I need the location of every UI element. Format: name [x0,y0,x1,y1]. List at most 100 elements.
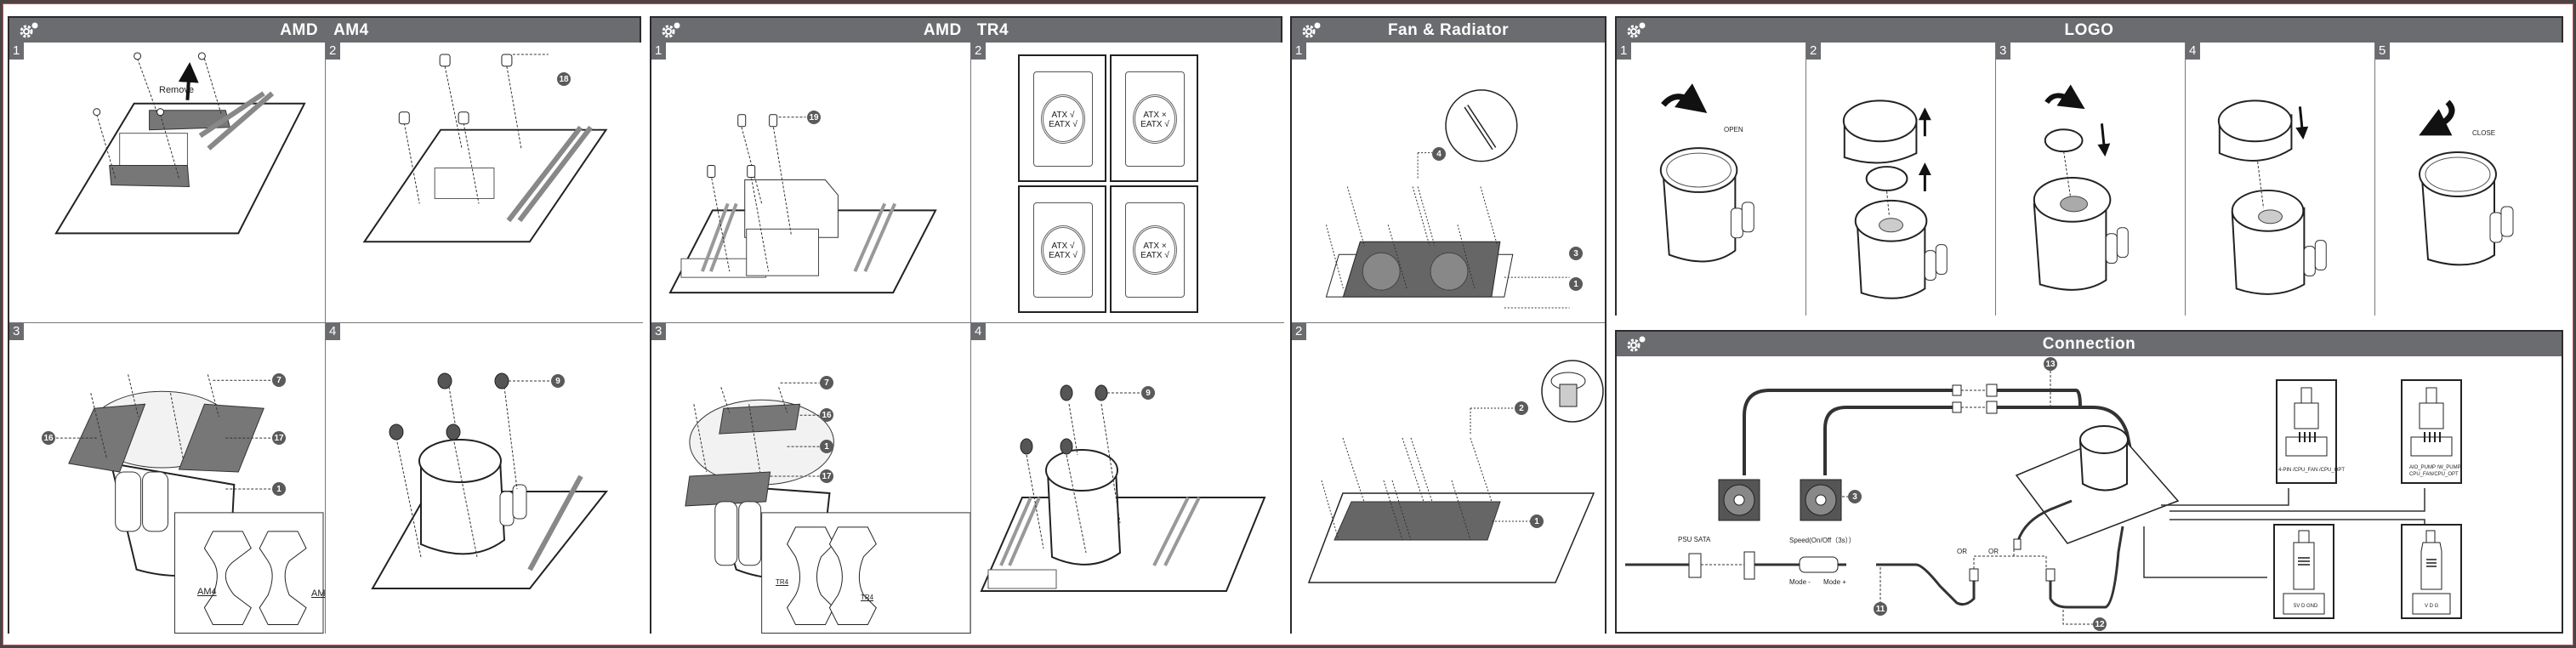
section-header: Fan & Radiator [1292,18,1605,43]
logo-step-1: 1 OPEN [1617,43,1806,315]
step-number: 4 [326,323,340,340]
4-pin-connector-icon [2285,387,2328,457]
eatx-mark: √ [1164,120,1169,129]
am4-step-1: 1 Remove [9,43,326,323]
step-number: 1 [651,43,666,60]
callout-9: 9 [1141,386,1155,400]
tr4-pump-mounting-illustration [980,384,1266,592]
title-socket: AM4 [333,20,369,39]
tr4-label-right: TR4 [861,594,874,601]
fan-header-box: 4-PIN /CPU_FAN /CPU_OPT [2276,379,2345,484]
speed-label: Speed(On/Off（3s）） [1789,537,1856,544]
tr4-step-1: 1 19 [651,43,971,323]
orientation-card-right: ATX ×EATX √ [1110,185,1198,313]
callout-3: 3 [1569,247,1583,260]
atx-mark: √ [1070,111,1075,120]
callout-12: 12 [2093,617,2107,631]
callout-13: 13 [2044,357,2057,371]
tr4-standoff-illustration [668,114,937,294]
tr4-bracket-illustration [685,382,970,634]
argb-5v-pins-label: 5V D GND [2294,604,2318,609]
callout-7: 7 [272,373,286,387]
atx-label: ATX [1051,111,1068,120]
step-number: 2 [1806,43,1821,60]
section-header: LOGO [1617,18,2562,43]
eatx-label: EATX [1049,120,1071,129]
callout-19: 19 [807,111,821,124]
logo-step-2: 2 [1806,43,1996,315]
fan-icon [1800,479,1842,521]
tr4-step-2: 2 ATX √EATX √ ATX ×EATX √ ATX √EATX √ AT… [971,43,1284,323]
step-number: 2 [971,43,986,60]
step-number: 2 [1292,323,1306,340]
section-header: AMD AM4 [9,18,640,43]
title-brand: AMD [923,20,962,39]
orientation-card-top: ATX √EATX √ [1018,54,1106,182]
eatx-label: EATX [1140,251,1163,260]
fan-step-2: 2 2 1 [1292,323,1605,634]
section-fan-radiator: Fan & Radiator 1 4 3 1 2 2 1 [1290,16,1606,634]
gears-icon [20,22,38,38]
open-label: OPEN [1724,126,1743,134]
pump-header-box: AIO_PUMP /W_PUMP CPU_FAN/CPU_OPT [2401,379,2462,484]
section-title: Fan & Radiator [1387,20,1510,39]
step-number: 5 [2375,43,2390,60]
reattach-cap-illustration [2217,99,2327,295]
eatx-mark: √ [1072,120,1078,129]
section-title: Connection [2042,334,2136,353]
am4-label-left: AM4 [197,587,217,597]
gears-icon [662,22,680,38]
callout-9: 9 [551,374,565,388]
section-logo: LOGO 1 OPEN 2 [1615,16,2563,315]
mode-minus-label: Mode - [1789,578,1811,586]
section-header: Connection [1617,332,2562,356]
step-number: 1 [9,43,24,60]
section-title: LOGO [2064,20,2114,39]
section-connection: Connection [1615,330,2563,634]
callout-7: 7 [820,376,833,389]
eatx-mark: √ [1072,251,1078,260]
am4-step-3: 3 7 16 17 1 AM4 AM4 [9,323,326,634]
title-brand: AMD [280,20,319,39]
step-number: 4 [2186,43,2200,60]
3-pin-argb-connector-icon [2412,530,2451,615]
close-label: CLOSE [2472,129,2496,137]
pump-cap-close-illustration [2419,99,2514,266]
step-number: 3 [9,323,24,340]
fan-header-label: 4-PIN /CPU_FAN /CPU_OPT [2278,468,2346,473]
pump-bracket-illustration [55,374,324,634]
eatx-mark: √ [1164,251,1169,260]
callout-17: 17 [272,431,286,445]
callout-2: 2 [1515,401,1528,415]
callout-11: 11 [1874,602,1887,616]
fan-icon [1718,479,1760,521]
or-label-right: OR [1988,548,1999,555]
step-number: 4 [971,323,986,340]
callout-18: 18 [557,72,571,86]
remove-label: Remove [159,85,194,95]
atx-label: ATX [1143,111,1160,120]
atx-label: ATX [1143,242,1160,251]
orientation-card-left: ATX ×EATX √ [1110,54,1198,182]
atx-mark: √ [1070,242,1075,251]
callout-1: 1 [820,440,833,453]
am4-label-right: AM4 [311,588,326,599]
psu-sata-label: PSU SATA [1678,536,1711,543]
fan-step-1: 1 4 3 1 [1292,43,1605,323]
logo-step-4: 4 [2186,43,2375,315]
callout-17: 17 [820,469,833,483]
argb-5v-header-box: 5V D GND [2273,524,2334,619]
pump-cap-open-illustration [1659,83,1754,263]
tr4-step-3: 3 7 16 1 17 TR4 TR4 [651,323,971,634]
am4-step-2: 2 18 [326,43,643,323]
mode-plus-label: Mode + [1823,578,1846,586]
title-socket: TR4 [976,20,1009,39]
pump-header-label: AIO_PUMP /W_PUMP [2409,465,2461,470]
step-number: 3 [1996,43,2010,60]
pump-mounting-illustration [371,372,609,589]
atx-label: ATX [1051,242,1068,251]
backplate-standoff-illustration [362,54,608,243]
section-amd-am4: AMD AM4 1 Remove 2 18 [8,16,643,634]
